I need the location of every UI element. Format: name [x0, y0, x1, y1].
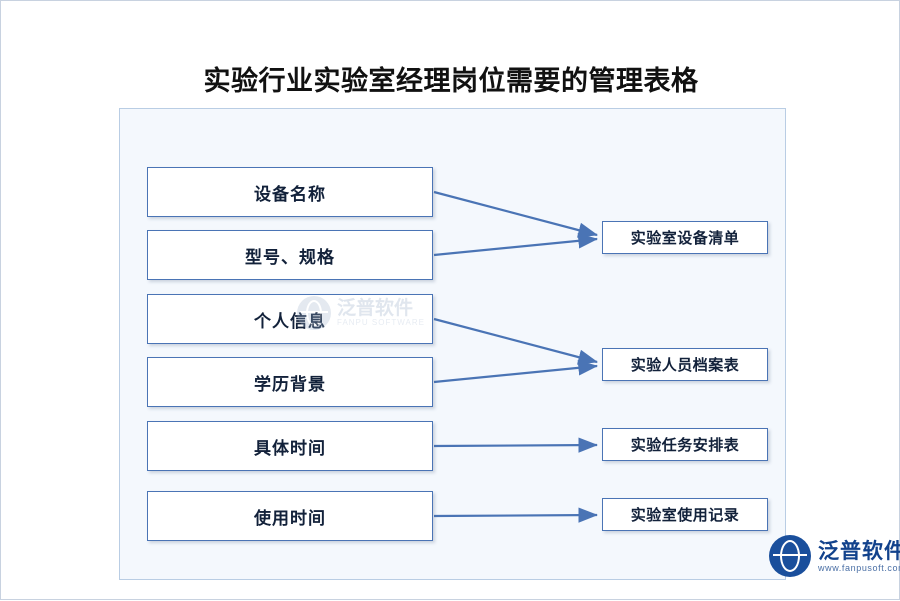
source-node-usage-time[interactable]: 使用时间: [147, 491, 433, 541]
target-node-equipment-list[interactable]: 实验室设备清单: [602, 221, 768, 254]
node-label: 实验室设备清单: [630, 229, 740, 247]
source-node-personal-info[interactable]: 个人信息: [147, 294, 433, 344]
node-label: 学历背景: [254, 374, 326, 395]
logo-url-text: www.fanpusoft.com: [818, 562, 900, 573]
node-label: 实验室使用记录: [630, 506, 740, 524]
logo-main-text: 泛普软件: [818, 538, 900, 563]
node-label: 具体时间: [254, 438, 326, 459]
target-node-personnel-file[interactable]: 实验人员档案表: [602, 348, 768, 381]
node-label: 使用时间: [254, 508, 326, 529]
node-label: 实验人员档案表: [630, 356, 740, 374]
source-node-model-spec[interactable]: 型号、规格: [147, 230, 433, 280]
node-label: 个人信息: [254, 311, 326, 332]
target-node-task-schedule[interactable]: 实验任务安排表: [602, 428, 768, 461]
source-node-specific-time[interactable]: 具体时间: [147, 421, 433, 471]
node-label: 型号、规格: [245, 247, 335, 268]
brand-logo: 泛普软件 www.fanpusoft.com: [769, 535, 900, 577]
target-node-usage-record[interactable]: 实验室使用记录: [602, 498, 768, 531]
node-label: 设备名称: [254, 184, 326, 205]
globe-icon: [769, 535, 811, 577]
source-node-education-bg[interactable]: 学历背景: [147, 357, 433, 407]
source-node-equipment-name[interactable]: 设备名称: [147, 167, 433, 217]
node-label: 实验任务安排表: [630, 436, 740, 454]
page-title: 实验行业实验室经理岗位需要的管理表格: [203, 66, 699, 97]
